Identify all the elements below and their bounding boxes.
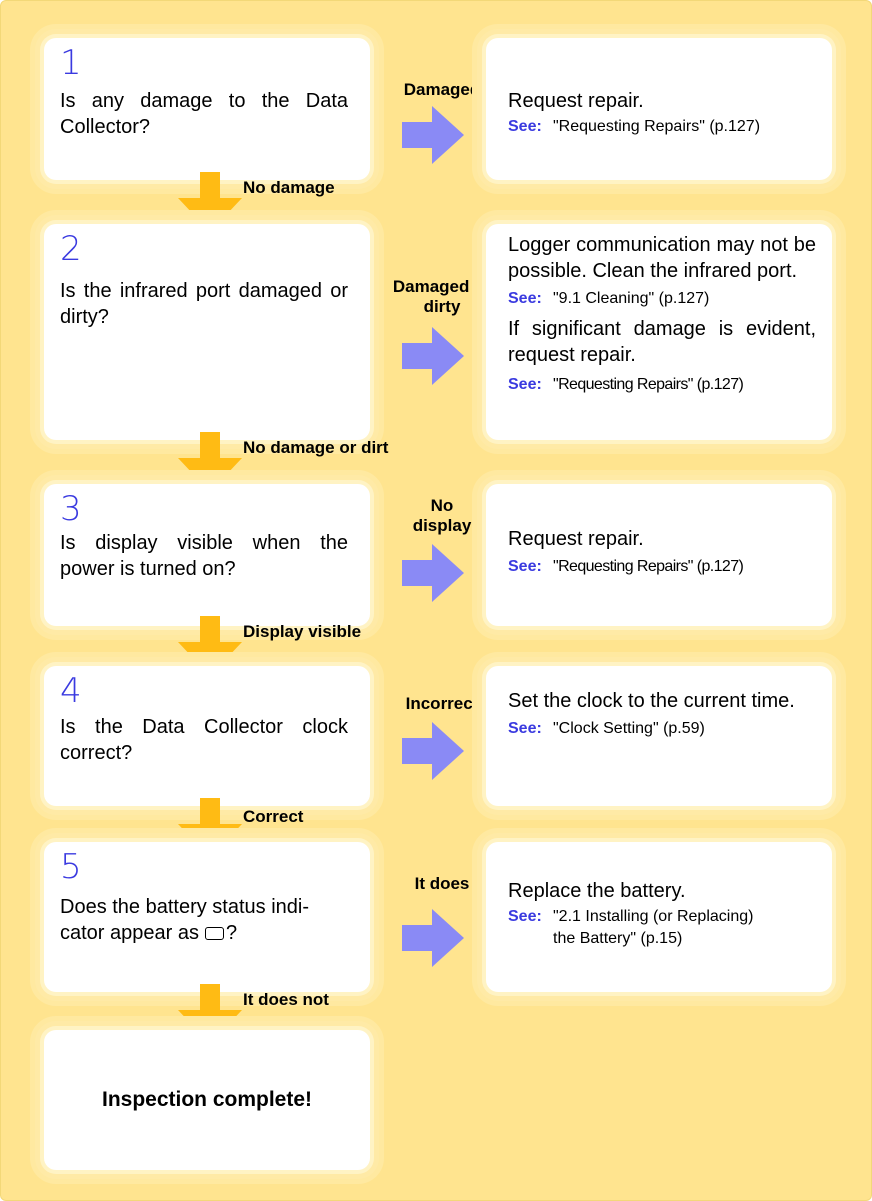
see-reference: See: "9.1 Cleaning" (p.127) [508,288,816,310]
next-label: It does not [243,990,329,1009]
question-text-line-1: Does the battery status indi- [60,896,310,918]
see-label: See: [508,908,542,925]
question-text: Is any damage to the Data Collector? [60,90,348,138]
step-1-action-box: Request repair. See: "Requesting Repairs"… [486,38,832,180]
right-arrow-icon [402,722,464,780]
step-number: 5 [60,847,82,887]
see-ref-text: "Requesting Repairs" (p.127) [553,558,744,575]
next-label: Correct [243,807,304,826]
see-label: See: [508,118,542,135]
step-3-question-box: 3 Is display visible when the power is t… [44,484,370,626]
action-text: Request repair. [508,528,644,550]
see-label: See: [508,376,542,393]
condition-label: No display [412,496,472,535]
question-text: Is the infrared port damaged or dirty? [60,280,348,328]
see-reference-2: See: "Requesting Repairs" (p.127) [508,374,816,396]
see-reference: See: "2.1 Installing (or Replacing) [508,906,816,928]
right-arrow-icon [402,909,464,967]
action-text: Replace the battery. [508,880,686,902]
condition-label: Damaged [403,80,481,99]
down-arrow-icon [178,616,242,676]
step-5-action-box: Replace the battery. See: "2.1 Installing… [486,842,832,992]
see-ref-text: "2.1 Installing (or Replacing) [553,908,754,925]
action-text: Logger communication may not be possible… [508,234,816,282]
question-text: Is display visible when the power is tur… [60,532,348,580]
step-number: 4 [60,671,82,711]
see-label: See: [508,720,542,737]
condition-label: It does [414,874,470,893]
step-5-question-box: 5 Does the battery status indi- cator ap… [44,842,370,992]
step-4-action-box: Set the clock to the current time. See: "… [486,666,832,806]
see-ref-text: "Requesting Repairs" (p.127) [553,118,761,135]
see-label: See: [508,290,542,307]
step-2-question-box: 2 Is the infrared port damaged or dirty? [44,224,370,440]
see-reference: See: "Clock Setting" (p.59) [508,718,816,740]
see-ref-text: "Requesting Repairs" (p.127) [553,376,744,393]
step-3-action-box: Request repair. See: "Requesting Repairs"… [486,484,832,626]
step-number: 1 [60,43,82,83]
question-mark: ? [225,922,238,944]
right-arrow-icon [402,106,464,164]
down-arrow-icon [178,172,242,232]
condition-label: Damaged or dirty [392,277,492,316]
action-text-2: If significant damage is evident, reques… [508,318,816,366]
see-reference-continued: the Battery" (p.15) [508,928,816,950]
see-ref-text-2: the Battery" (p.15) [553,930,683,947]
question-text-part: cator appear as [60,922,199,944]
question-text-line-2: cator appear as? [60,920,348,946]
step-1-question-box: 1 Is any damage to the Data Collector? [44,38,370,180]
next-label: No damage or dirt [243,438,389,457]
action-text: Set the clock to the current time. [508,690,795,712]
down-arrow-icon [178,798,242,858]
next-label: No damage [243,178,335,197]
right-arrow-icon [402,544,464,602]
action-text: Request repair. [508,90,644,112]
final-box: Inspection complete! [44,1030,370,1170]
see-ref-text: "9.1 Cleaning" (p.127) [553,290,710,307]
down-arrow-icon [178,432,242,492]
question-text: Is the Data Collector clock correct? [60,716,348,764]
empty-battery-icon [204,927,224,940]
see-ref-text: "Clock Setting" (p.59) [553,720,705,737]
step-number: 3 [60,489,82,529]
down-arrow-icon [178,984,242,1044]
condition-label: Incorrect [405,694,479,713]
inspection-complete-text: Inspection complete! [101,1088,313,1111]
step-number: 2 [60,229,82,269]
see-reference: See: "Requesting Repairs" (p.127) [508,116,816,138]
see-reference: See: "Requesting Repairs" (p.127) [508,556,816,578]
next-label: Display visible [243,622,362,641]
see-label: See: [508,558,542,575]
step-2-action-box: Logger communication may not be possible… [486,224,832,440]
step-4-question-box: 4 Is the Data Collector clock correct? [44,666,370,806]
right-arrow-icon [402,327,464,385]
